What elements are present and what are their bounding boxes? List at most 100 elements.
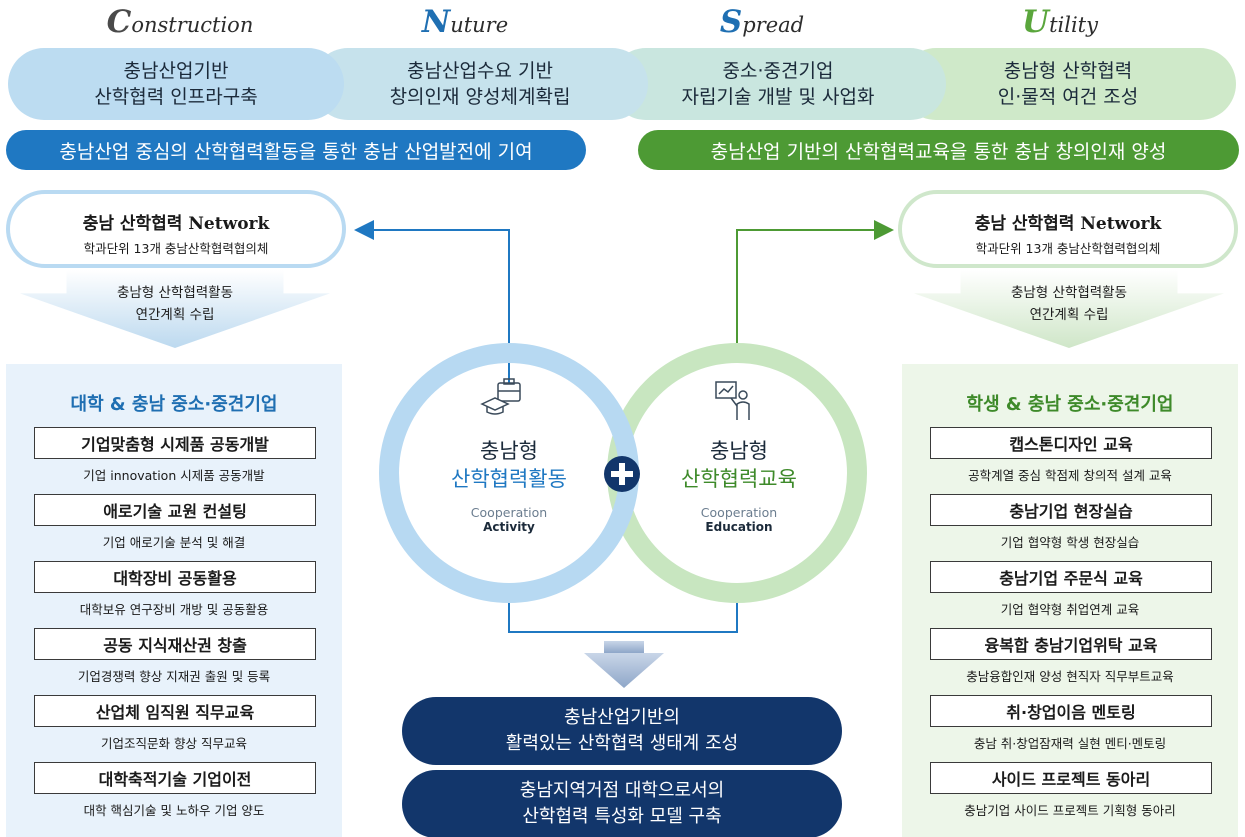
pill-line: 산학협력 인프라구축 bbox=[94, 86, 258, 108]
circle-en-bold: Education bbox=[705, 520, 773, 534]
item-title: 사이드 프로젝트 동아리 bbox=[930, 762, 1212, 794]
item-subtitle: 공학계열 중심 학점제 창의적 설계 교육 bbox=[968, 468, 1172, 483]
item-subtitle: 충남융합인재 양성 현직자 직무부트교육 bbox=[966, 669, 1174, 684]
network-box-right: 충남 산학협력 Network 학과단위 13개 충남산학협력협의체 bbox=[898, 190, 1238, 268]
item-subtitle: 기업 협약형 취업연계 교육 bbox=[1000, 602, 1140, 617]
item-subtitle: 기업 협약형 학생 현장실습 bbox=[1000, 535, 1140, 550]
keyword-cap: U bbox=[1022, 4, 1050, 40]
item-title: 대학장비 공동활용 bbox=[34, 561, 316, 593]
network-box-left: 충남 산학협력 Network 학과단위 13개 충남산학협력협의체 bbox=[6, 190, 346, 268]
item-title: 취·창업이음 멘토링 bbox=[930, 695, 1212, 727]
outcome-line: 산학협력 특성화 모델 구축 bbox=[522, 806, 722, 827]
planning-line: 연간계획 수립 bbox=[1029, 307, 1109, 323]
teacher-board-icon bbox=[715, 381, 750, 420]
circle-subtitle: 산학협력교육 bbox=[681, 467, 797, 491]
circle-title: 충남형 bbox=[480, 439, 538, 463]
planning-text-left: 충남형 산학협력활동 연간계획 수립 bbox=[20, 282, 330, 326]
item-title: 충남기업 주문식 교육 bbox=[930, 561, 1212, 593]
item-title: 산업체 임직원 직무교육 bbox=[34, 695, 316, 727]
network-title: 충남 산학협력 Network bbox=[902, 209, 1234, 234]
item-title: 공동 지식재산권 창출 bbox=[34, 628, 316, 660]
pill-line: 자립기술 개발 및 사업화 bbox=[681, 86, 875, 108]
keyword-cap: N bbox=[421, 4, 451, 40]
connector-right bbox=[736, 220, 894, 383]
briefcase-graduation-icon bbox=[480, 378, 521, 415]
item-subtitle: 기업 애로기술 분석 및 해결 bbox=[102, 535, 246, 550]
circle-subtitle: 산학협력활동 bbox=[451, 467, 567, 491]
item-subtitle: 기업조직문화 향상 직무교육 bbox=[101, 736, 247, 751]
pill-line: 충남산업수요 기반 bbox=[407, 60, 553, 82]
keyword-spread: Spread bbox=[612, 4, 912, 44]
connector-left bbox=[354, 220, 510, 383]
outcome-ecosystem: 충남산업기반의 활력있는 산학협력 생태계 조성 bbox=[402, 697, 842, 765]
network-title-ko: 충남 산학협력 bbox=[974, 214, 1075, 234]
circle-en-label: Cooperation bbox=[470, 505, 548, 520]
goal-pill-nuture: 충남산업수요 기반 창의인재 양성체계확립 bbox=[312, 48, 648, 120]
banner-activity-goal: 충남산업 중심의 산학협력활동을 통한 충남 산업발전에 기여 bbox=[6, 130, 586, 170]
item-subtitle: 대학 핵심기술 및 노하우 기업 양도 bbox=[83, 803, 265, 818]
item-title: 대학축적기술 기업이전 bbox=[34, 762, 316, 794]
planning-text-right: 충남형 산학협력활동 연간계획 수립 bbox=[914, 282, 1224, 326]
network-subtitle: 학과단위 13개 충남산학협력협의체 bbox=[83, 241, 269, 256]
keyword-rest: onstruction bbox=[131, 13, 254, 37]
pill-line: 창의인재 양성체계확립 bbox=[389, 86, 571, 108]
panel-title: 학생 & 충남 중소·중견기업 bbox=[966, 394, 1174, 415]
keyword-rest: tility bbox=[1049, 13, 1098, 37]
keyword-cap: S bbox=[719, 4, 743, 40]
pill-line: 충남형 산학협력 bbox=[1003, 60, 1133, 82]
panel-title: 대학 & 충남 중소·중견기업 bbox=[70, 394, 278, 415]
down-arrow-outcome bbox=[584, 641, 664, 688]
item-title: 캡스톤디자인 교육 bbox=[930, 427, 1212, 459]
pill-line: 충남산업기반 bbox=[123, 60, 229, 82]
item-title: 융복합 충남기업위탁 교육 bbox=[930, 628, 1212, 660]
outcome-line: 활력있는 산학협력 생태계 조성 bbox=[505, 733, 739, 754]
item-subtitle: 기업 innovation 시제품 공동개발 bbox=[83, 468, 265, 483]
plus-badge bbox=[604, 456, 640, 492]
banner-education-goal: 충남산업 기반의 산학협력교육을 통한 충남 창의인재 양성 bbox=[638, 130, 1239, 170]
network-title-ko: 충남 산학협력 bbox=[82, 214, 183, 234]
keyword-construction: Construction bbox=[30, 4, 330, 44]
planning-line: 충남형 산학협력활동 bbox=[116, 285, 234, 301]
outcome-line: 충남지역거점 대학으로서의 bbox=[519, 780, 725, 801]
planning-line: 연간계획 수립 bbox=[135, 307, 215, 323]
pill-line: 중소·중견기업 bbox=[722, 60, 834, 82]
outcome-model: 충남지역거점 대학으로서의 산학협력 특성화 모델 구축 bbox=[402, 770, 842, 837]
circle-en-label: Cooperation bbox=[700, 505, 778, 520]
item-subtitle: 대학보유 연구장비 개방 및 공동활용 bbox=[79, 602, 269, 617]
goal-pill-spread: 중소·중견기업 자립기술 개발 및 사업화 bbox=[610, 48, 946, 120]
outcome-line: 충남산업기반의 bbox=[564, 707, 680, 728]
keyword-nuture: Nuture bbox=[315, 4, 615, 44]
network-title-en: Network bbox=[188, 214, 270, 234]
network-title-en: Network bbox=[1080, 214, 1162, 234]
planning-line: 충남형 산학협력활동 bbox=[1010, 285, 1128, 301]
goal-pill-construction: 충남산업기반 산학협력 인프라구축 bbox=[8, 48, 344, 120]
connector-bottom bbox=[508, 600, 738, 633]
item-title: 충남기업 현장실습 bbox=[930, 494, 1212, 526]
keyword-utility: Utility bbox=[910, 4, 1210, 44]
pill-line: 인·물적 여건 조성 bbox=[997, 86, 1139, 108]
item-title: 기업맞춤형 시제품 공동개발 bbox=[34, 427, 316, 459]
item-subtitle: 충남기업 사이드 프로젝트 기획형 동아리 bbox=[964, 803, 1176, 818]
circle-activity-label: 충남형 산학협력활동 Cooperation Activity bbox=[414, 437, 604, 534]
keyword-rest: pread bbox=[742, 13, 805, 37]
keyword-rest: uture bbox=[450, 13, 509, 37]
item-subtitle: 기업경쟁력 향상 지재권 출원 및 등록 bbox=[77, 669, 271, 684]
circle-en-bold: Activity bbox=[483, 520, 535, 534]
goal-pill-utility: 충남형 산학협력 인·물적 여건 조성 bbox=[900, 48, 1236, 120]
item-title: 애로기술 교원 컨설팅 bbox=[34, 494, 316, 526]
